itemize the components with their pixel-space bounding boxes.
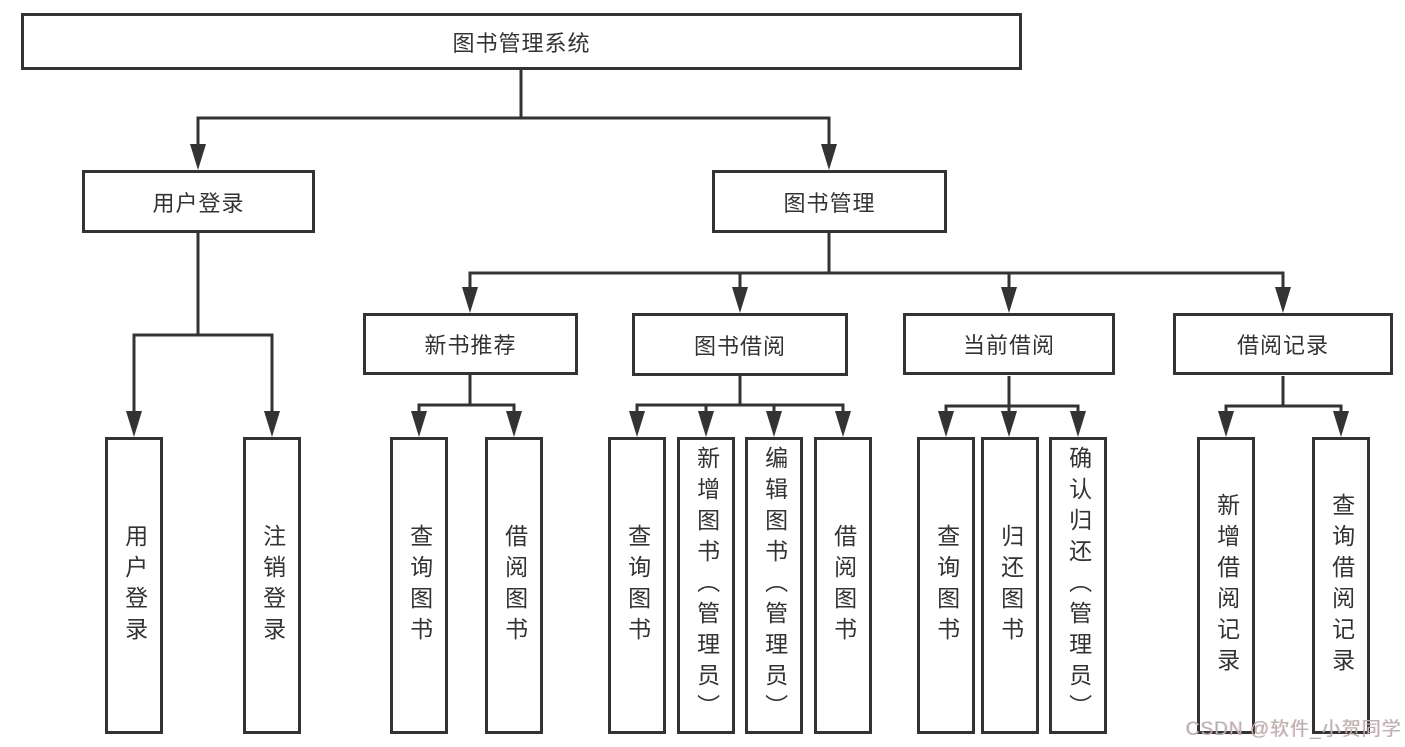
leaf-query-books: 查询图书: [608, 437, 666, 734]
leaf-query-books: 查询图书: [917, 437, 975, 734]
leaf-label: 确认归还（管理员）: [1065, 446, 1092, 725]
leaf-label: 新增图书（管理员）: [693, 446, 720, 725]
leaf-label: 新增借阅记录: [1213, 492, 1240, 679]
leaf-borrow-books: 借阅图书: [814, 437, 872, 734]
node-root-system: 图书管理系统: [21, 13, 1022, 70]
leaf-label: 归还图书: [997, 523, 1024, 648]
node-user-login: 用户登录: [82, 170, 315, 233]
leaf-label: 用户登录: [121, 523, 148, 648]
node-book-management: 图书管理: [712, 170, 947, 233]
leaf-label: 借阅图书: [501, 523, 528, 648]
node-new-book-recommendation: 新书推荐: [363, 313, 578, 375]
leaf-add-books-admin: 新增图书（管理员）: [677, 437, 735, 734]
leaf-label: 注销登录: [259, 523, 286, 648]
leaf-query-borrow-record: 查询借阅记录: [1312, 437, 1370, 734]
leaf-return-books: 归还图书: [981, 437, 1039, 734]
leaf-label: 查询图书: [933, 523, 960, 648]
leaf-logout: 注销登录: [243, 437, 301, 734]
leaf-edit-books-admin: 编辑图书（管理员）: [745, 437, 803, 734]
leaf-confirm-return-admin: 确认归还（管理员）: [1049, 437, 1107, 734]
leaf-add-borrow-record: 新增借阅记录: [1197, 437, 1255, 734]
leaf-borrow-books: 借阅图书: [485, 437, 543, 734]
node-current-borrowing: 当前借阅: [903, 313, 1115, 375]
leaf-label: 借阅图书: [830, 523, 857, 648]
leaf-label: 查询图书: [406, 523, 433, 648]
node-book-borrowing: 图书借阅: [632, 313, 848, 376]
leaf-query-books: 查询图书: [390, 437, 448, 734]
leaf-label: 查询借阅记录: [1328, 492, 1355, 679]
leaf-label: 编辑图书（管理员）: [761, 446, 788, 725]
csdn-watermark: CSDN @软件_小贺同学: [1186, 719, 1402, 740]
node-borrowing-records: 借阅记录: [1173, 313, 1393, 375]
leaf-label: 查询图书: [624, 523, 651, 648]
leaf-user-login: 用户登录: [105, 437, 163, 734]
